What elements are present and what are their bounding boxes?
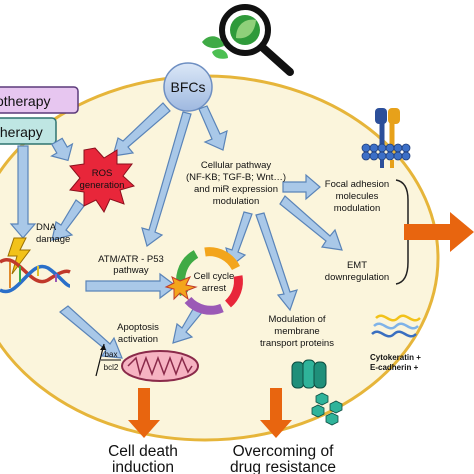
pathway-label-1: Cellular pathway (201, 160, 271, 171)
focal-label-3: modulation (334, 203, 380, 214)
arrow-dna-to-atm (85, 272, 177, 300)
therapy-box-1: otherapy (0, 86, 79, 114)
outcome-cell-death-1: Cell death (108, 443, 178, 460)
pathway-label-2: (NF-KB; TGF-B; Wnt…) (186, 172, 286, 183)
dna-label-2: damage (36, 234, 70, 245)
arrow-pathway-to-membrane (255, 212, 298, 312)
cytokeratin-label-1: Cytokeratin + (370, 353, 421, 362)
cellcycle-label-1: Cell cycle (194, 271, 235, 282)
focal-label-1: Focal adhesion (325, 179, 389, 190)
dna-helix-icon (0, 258, 71, 294)
lightning-icon (7, 237, 31, 275)
pathway-label-4: modulation (213, 196, 259, 207)
pathway-label-3: and miR expression (194, 184, 278, 195)
ros-burst-icon: ROS generation (69, 147, 136, 214)
therapy-label-2: therapy (0, 124, 43, 140)
orange-arrow-cell-death (128, 388, 160, 438)
cell-cycle-icon (164, 247, 243, 315)
mitochondrion-icon (121, 350, 199, 382)
outcome-cell-death-2: induction (112, 459, 174, 474)
outcome-resistance-2: drug resistance (230, 459, 336, 474)
arrow-pathway-to-focal (282, 173, 321, 201)
arrow-bfcs-to-pathway (198, 105, 228, 151)
cellcycle-label-2: arrest (202, 283, 227, 294)
integrin-receptor-icon (361, 108, 411, 168)
bax-bcl2-ratio: bax bcl2 (95, 343, 121, 377)
outcome-resistance-1: Overcoming of (233, 443, 334, 460)
arrow-pathway-to-emt (279, 195, 343, 251)
arrow-bfcs-to-ros (112, 102, 171, 157)
apoptosis-label-1: Apoptosis (117, 322, 159, 333)
apoptosis-label-2: activation (118, 334, 158, 345)
focal-label-2: molecules (336, 191, 379, 202)
arrow-bfcs-to-atm (141, 111, 192, 247)
blue-arrows (9, 102, 343, 359)
orange-arrow-resistance (260, 388, 292, 438)
cytokeratin-icon (371, 314, 421, 338)
bax-label: bax (105, 350, 118, 359)
cytokeratin-label-2: E-cadherin + (370, 363, 419, 372)
arrow-pathway-to-cellcycle (225, 211, 253, 268)
arrow-therapy-to-dna (9, 145, 37, 239)
membrane-transporter-icon (291, 359, 343, 426)
membrane-label-1: Modulation of (268, 314, 325, 325)
arrow-ros-to-dna (51, 199, 85, 241)
atm-label-1: ATM/ATR - P53 (98, 254, 164, 265)
ros-label-2: generation (80, 180, 125, 191)
bfcs-label: BFCs (171, 79, 206, 95)
arrow-dna-to-apoptosis (59, 305, 123, 359)
bcl2-label: bcl2 (104, 363, 119, 372)
arrow-cellcycle-to-apoptosis (172, 303, 205, 344)
arrow-therapy-to-ros (50, 137, 74, 162)
ros-label-1: ROS (92, 168, 113, 179)
therapy-box-2: therapy (0, 117, 57, 145)
dna-label-1: DNA (36, 222, 57, 233)
bfcs-node: BFCs (163, 62, 213, 112)
emt-label-1: EMT (347, 260, 367, 271)
magnifier-leaf-icon (202, 4, 294, 76)
therapy-label-1: otherapy (0, 93, 50, 109)
membrane-label-3: transport proteins (260, 338, 334, 349)
atm-label-2: pathway (113, 265, 149, 276)
orange-arrow-right (404, 212, 474, 252)
membrane-label-2: membrane (274, 326, 319, 337)
emt-label-2: downregulation (325, 272, 389, 283)
